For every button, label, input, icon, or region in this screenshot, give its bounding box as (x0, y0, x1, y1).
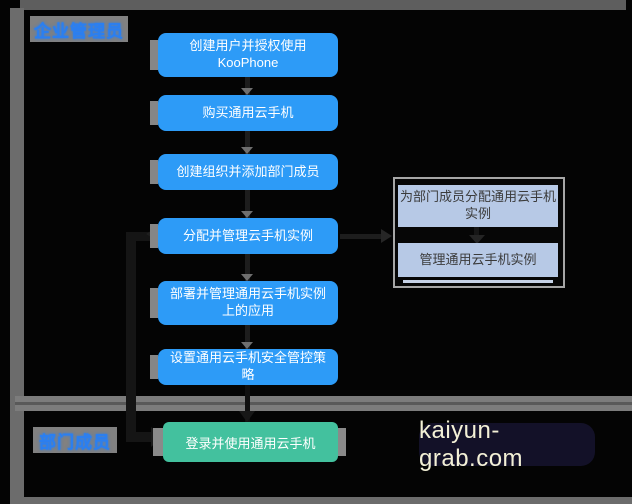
subflow-group-instance-management: 为部门成员分配通用云手机实例 管理通用云手机实例 (393, 177, 565, 288)
arrow-head-right-icon (381, 229, 392, 243)
flow-step-create-user[interactable]: 创建用户并授权使用 KooPhone (150, 33, 338, 77)
subflow-step-allocate-instances[interactable]: 为部门成员分配通用云手机实例 (398, 185, 558, 227)
arrow-head-icon (241, 147, 253, 154)
elbow-connector-tail (126, 232, 158, 241)
flow-step-security-policy[interactable]: 设置通用云手机安全管控策略 (150, 349, 338, 385)
arrow-head-icon (241, 342, 253, 349)
flow-step-deploy-apps[interactable]: 部署并管理通用云手机实例上的应用 (150, 281, 338, 325)
arrow-head-icon (239, 411, 255, 422)
lane-label-member: 部门成员 (33, 427, 117, 453)
lane-label-member-text: 部门成员 (39, 432, 111, 452)
elbow-connector-horizontal (126, 432, 154, 442)
arrow-head-icon (241, 274, 253, 281)
top-border-line (20, 0, 626, 10)
group-arrow-stem (474, 227, 479, 237)
arrow-head-icon (241, 88, 253, 95)
watermark-pill: kaiyun-grab.com (419, 417, 595, 472)
flow-step-create-org[interactable]: 创建组织并添加部门成员 (150, 154, 338, 190)
watermark-text: kaiyun-grab.com (419, 416, 524, 472)
elbow-connector-vertical (126, 232, 136, 438)
arrow-down-step5-step6 (239, 323, 255, 349)
subflow-step-manage-instances[interactable]: 管理通用云手机实例 (398, 243, 558, 277)
arrow-head-icon (241, 211, 253, 218)
arrow-down-step2-step3 (239, 129, 255, 154)
flow-step-buy-cloud-phone[interactable]: 购买通用云手机 (150, 95, 338, 131)
lane-label-admin-text: 企业管理员 (34, 21, 124, 41)
arrow-down-step4-step5 (239, 252, 255, 281)
arrow-down-step6-login (239, 383, 255, 422)
arrow-right-step4-group (340, 234, 384, 239)
bottom-border-line (15, 497, 632, 504)
lane-label-admin: 企业管理员 (30, 16, 128, 42)
left-border-line (10, 8, 24, 504)
flow-step-assign-manage-instance[interactable]: 分配并管理云手机实例 (150, 218, 338, 254)
arrow-down-step1-step2 (239, 75, 255, 95)
lane-divider-line (15, 396, 632, 411)
arrow-down-step3-step4 (239, 188, 255, 218)
group-bottom-highlight (403, 280, 553, 283)
arrow-head-icon (469, 235, 485, 244)
flow-step-login-use[interactable]: 登录并使用通用云手机 (153, 422, 346, 462)
